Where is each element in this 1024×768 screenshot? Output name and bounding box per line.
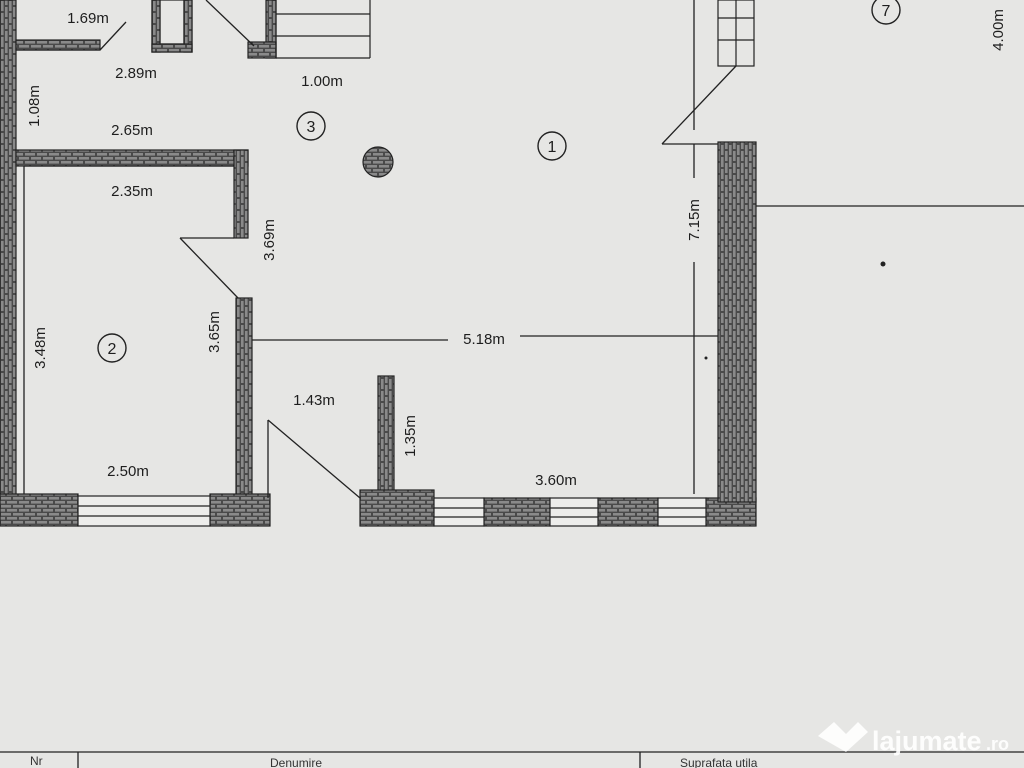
dot-mark-r1	[704, 356, 708, 360]
dim-label-1-69: 1.69m	[67, 10, 109, 27]
door-swing-room2-b	[179, 237, 239, 299]
window-room1-b	[549, 497, 599, 527]
table-header-nr: Nr	[30, 754, 43, 768]
dim-label-4-00: 4.00m	[990, 9, 1007, 51]
wall-room2-top	[15, 149, 249, 167]
top-right-fixture	[717, 0, 755, 67]
watermark-tld: .ro	[986, 734, 1009, 754]
room-number-1: 1	[548, 139, 557, 156]
room-marker-3: 3	[296, 111, 326, 141]
dim-label-3-65: 3.65m	[206, 311, 223, 353]
dim-label-1-35: 1.35m	[402, 415, 419, 457]
wall-bottom-r1-c	[597, 497, 659, 527]
line-work	[16, 0, 1024, 499]
dim-label-3-48: 3.48m	[32, 327, 49, 369]
watermark: lajumate .ro	[818, 722, 1009, 756]
watermark-logo-icon	[818, 722, 868, 752]
dot-mark-right	[880, 261, 886, 267]
room-number-2: 2	[108, 341, 117, 358]
legend-table	[0, 751, 1024, 768]
dim-label-5-18: 5.18m	[463, 331, 505, 348]
dim-label-1-00: 1.00m	[301, 73, 343, 90]
walls	[0, 0, 757, 527]
dim-label-2-35: 2.35m	[111, 183, 153, 200]
dim-label-2-89: 2.89m	[115, 65, 157, 82]
wall-room2-right-upper	[233, 149, 249, 239]
wall-bottom-mid	[209, 493, 271, 527]
watermark-brand: lajumate	[872, 726, 982, 756]
room-number-7: 7	[882, 3, 891, 20]
room-marker-2: 2	[97, 333, 127, 363]
pillar-marker	[362, 146, 394, 178]
wall-left-outer	[0, 0, 17, 526]
door-swing-entry-b	[267, 419, 361, 499]
dim-label-3-60: 3.60m	[535, 472, 577, 489]
windows	[77, 495, 707, 527]
dim-label-7-15: 7.15m	[686, 199, 703, 241]
window-room1-c	[657, 497, 707, 527]
wall-duct-inner	[159, 0, 185, 45]
wall-room2-right-lower	[235, 297, 253, 499]
dim-label-1-08: 1.08m	[26, 85, 43, 127]
dim-label-1-43: 1.43m	[293, 392, 335, 409]
wall-right-room1	[717, 141, 757, 503]
stairs	[275, 0, 371, 59]
table-header-name: Denumire	[270, 756, 322, 768]
wall-bottom-r1-b	[483, 497, 551, 527]
door-swing-stairs	[205, 0, 255, 47]
room-markers: 1 2 3 7	[97, 0, 901, 363]
wall-partition	[377, 375, 395, 499]
window-room1-a	[433, 497, 485, 527]
dim-label-3-69: 3.69m	[261, 219, 278, 261]
dim-label-2-50: 2.50m	[107, 463, 149, 480]
table-header-area: Suprafata utila	[680, 756, 758, 768]
wall-top-left-stub	[15, 39, 101, 51]
dimension-labels: 1.69m 2.89m 1.00m 1.08m 2.65m 2.35m 3.69…	[26, 9, 1007, 489]
wall-bottom-left	[0, 493, 79, 527]
room-marker-1: 1	[537, 131, 567, 161]
dim-label-2-65: 2.65m	[111, 122, 153, 139]
room-number-3: 3	[307, 119, 316, 136]
window-room2	[77, 495, 211, 527]
door-swing-top-right-a	[661, 65, 737, 145]
room-marker-7: 7	[871, 0, 901, 25]
wall-duct-hatch-b	[151, 43, 193, 53]
wall-bottom-r1-a	[359, 489, 435, 527]
door-swing-top-left	[99, 21, 127, 51]
